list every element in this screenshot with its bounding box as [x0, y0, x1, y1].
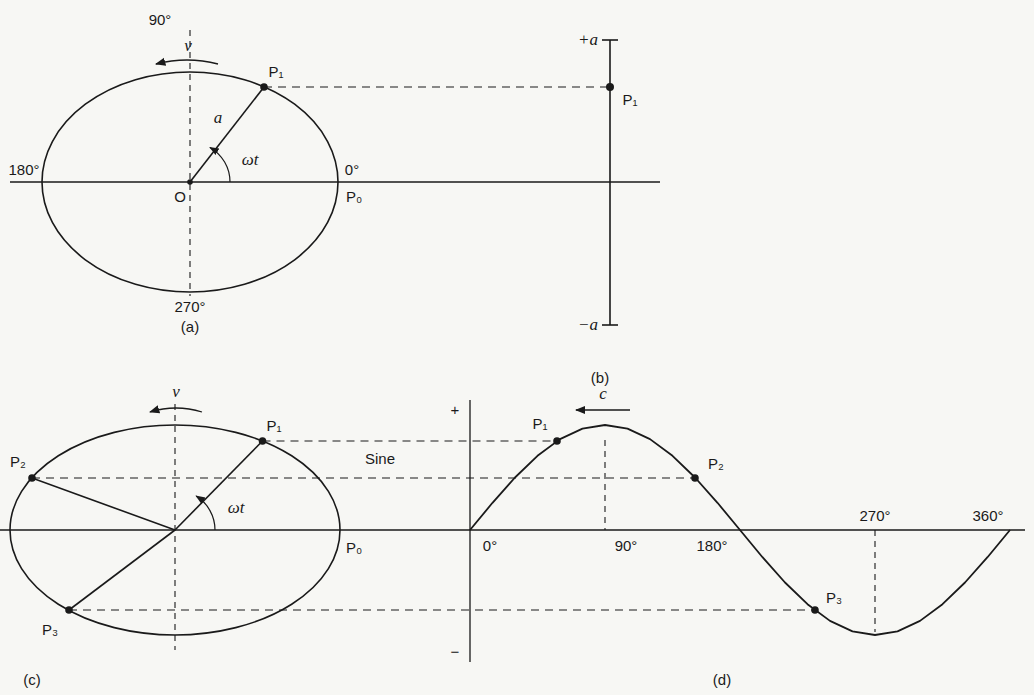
- horizontal-axis: [10, 181, 660, 182]
- projection-line: [264, 86, 610, 87]
- angle-label: 180°: [8, 162, 39, 178]
- curve-label: Sine: [365, 451, 395, 467]
- point: [692, 475, 698, 481]
- projection-line: [32, 477, 695, 478]
- rotation-arrow: [150, 408, 202, 412]
- rotation-arrow: [156, 60, 218, 64]
- point: [607, 84, 613, 90]
- angle-label: 180°: [696, 538, 727, 554]
- tick: [602, 324, 618, 326]
- velocity-label: v: [184, 38, 192, 54]
- dashed-marker: [874, 530, 875, 632]
- tick: [602, 39, 618, 41]
- point: [812, 607, 818, 613]
- point-label: P₁: [532, 416, 547, 432]
- angle-label: 0°: [345, 162, 359, 178]
- projection-line: [263, 440, 558, 441]
- point-label: P₃: [42, 622, 58, 638]
- figure-caption: (c): [23, 672, 41, 688]
- dashed-marker: [604, 440, 605, 530]
- horizontal-axis: [0, 529, 1025, 530]
- point-label: P₁: [268, 64, 283, 80]
- radius-vector: [175, 441, 263, 530]
- point-label: P₁: [266, 418, 281, 434]
- vertical-dashed-axis: [174, 404, 175, 650]
- angle-arc: [196, 496, 215, 530]
- radius-vector: [190, 87, 264, 182]
- figure-caption: (d): [713, 672, 731, 688]
- point: [554, 438, 560, 444]
- center-point: [188, 180, 192, 184]
- velocity-label: v: [172, 384, 180, 400]
- angle-label: 90°: [615, 538, 638, 554]
- sign-label: −: [451, 644, 460, 660]
- point-label: P₀: [346, 189, 362, 205]
- projection-line: [69, 609, 815, 610]
- vertical-axis: [469, 400, 470, 662]
- sine-curve: [470, 425, 1010, 635]
- figure-caption: (a): [181, 319, 199, 335]
- figure-caption: (b): [591, 370, 609, 386]
- point-label: P₃: [826, 590, 842, 606]
- point-label: P₀: [346, 540, 362, 556]
- amplitude-label: +a: [578, 32, 598, 48]
- radius-label: a: [214, 110, 223, 126]
- point: [261, 84, 267, 90]
- point-label: P₂: [708, 456, 724, 472]
- vertical-dashed-axis: [189, 30, 190, 296]
- figure-a: [10, 30, 660, 296]
- angle-label: 90°: [149, 12, 172, 28]
- angle-label: 0°: [483, 538, 497, 554]
- angle-label: ωt: [242, 152, 259, 168]
- radius-vector: [32, 478, 175, 530]
- velocity-arrow: [576, 409, 630, 410]
- figure-d: [470, 400, 1010, 662]
- origin-label: O: [174, 189, 186, 205]
- point-label: P₂: [10, 454, 26, 470]
- velocity-label: c: [599, 386, 607, 402]
- radius-vector: [69, 530, 175, 610]
- amplitude-label: −a: [578, 317, 598, 333]
- angle-label: 360°: [972, 508, 1003, 524]
- angle-arc: [210, 147, 230, 182]
- angle-label: 270°: [174, 299, 205, 315]
- amplitude-line: [609, 40, 611, 325]
- point-label: P₁: [622, 92, 637, 108]
- figure-b: [602, 40, 618, 325]
- sign-label: +: [451, 402, 460, 418]
- figure-c: [0, 404, 1025, 650]
- angle-label: ωt: [228, 500, 245, 516]
- angle-label: 270°: [859, 508, 890, 524]
